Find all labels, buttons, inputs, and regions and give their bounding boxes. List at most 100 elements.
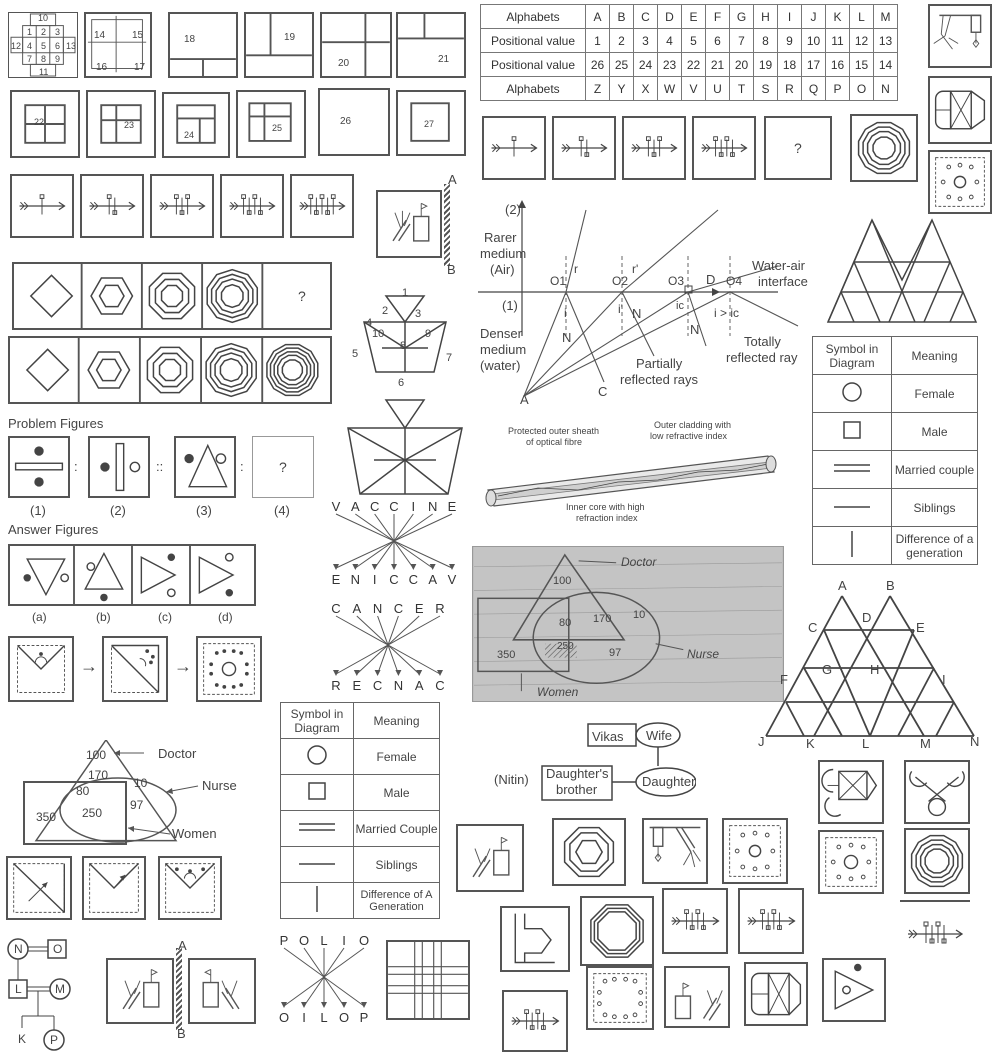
photo-value: 10: [633, 609, 645, 621]
word-letter: O: [359, 933, 369, 948]
polygon-nested-figure: [850, 114, 918, 182]
underline-figure: [900, 900, 970, 966]
problem-figure-1: [8, 436, 70, 498]
grid-label: 2: [41, 27, 46, 37]
arrow-icon: →: [174, 656, 192, 677]
sym-female: [813, 375, 892, 413]
answer-label: (b): [96, 610, 111, 624]
arrow-series-figure: [220, 174, 284, 238]
word-letter: N: [373, 601, 382, 616]
alphabet-cell: V: [682, 77, 706, 101]
refr-point: r: [574, 262, 578, 276]
alphabet-cell: R: [778, 77, 802, 101]
refr-partial: reflected rays: [620, 372, 698, 387]
word-letter: C: [370, 499, 379, 514]
tree-label: O: [53, 942, 62, 956]
problem-sep: :: [240, 459, 244, 474]
word-letter: L: [320, 933, 327, 948]
grid-label: 25: [272, 123, 282, 133]
venn-value: 350: [36, 810, 56, 824]
triangle-vertex-label: E: [916, 620, 925, 635]
mirror-label-b: B: [447, 262, 456, 277]
alphabet-cell: 8: [754, 29, 778, 53]
arrow-series-figure: [622, 116, 686, 180]
mirror-pair-left: [106, 958, 174, 1024]
refr-point: N: [690, 322, 699, 337]
mirror-label-a: A: [178, 938, 187, 953]
handdrawn-venn-photo: 100 80 170 10 250 97 350 Doctor Nurse Wo…: [472, 546, 784, 702]
alphabet-cell: 20: [730, 53, 754, 77]
refr-point: i': [618, 302, 623, 316]
tree-label: P: [50, 1033, 58, 1047]
sym-head: Symbol in Diagram: [281, 703, 354, 739]
alphabet-row-label: Positional value: [481, 29, 586, 53]
problem-sep: :: [74, 459, 78, 474]
word-reverse-figure: VACCINEENICCAV: [330, 498, 458, 586]
word-letter: E: [352, 678, 361, 692]
figure-dots-square-3: [818, 830, 884, 894]
triangle-vertex-label: D: [862, 610, 871, 625]
arrow-figure: [738, 888, 804, 954]
refr-point: O1: [550, 274, 566, 288]
alphabet-cell: N: [874, 77, 898, 101]
alphabet-cell: E: [682, 5, 706, 29]
alphabet-cell: F: [706, 5, 730, 29]
grid-label: 13: [66, 41, 76, 51]
triangle-vertex-label: F: [780, 672, 788, 687]
grid-label: 8: [41, 54, 46, 64]
alphabet-cell: 25: [610, 53, 634, 77]
mirror-figure: [376, 190, 442, 258]
word-letter: E: [448, 499, 457, 514]
alphabet-cell: 19: [754, 53, 778, 77]
grid-label: 23: [124, 120, 134, 130]
venn-value: 97: [130, 798, 143, 812]
grid-figure-2: 14 15 16 17: [84, 12, 152, 78]
alphabet-cell: Y: [610, 77, 634, 101]
refr-total: reflected ray: [726, 350, 798, 365]
problem-figures-title: Problem Figures: [8, 416, 103, 431]
fibre-label: Inner core with high: [566, 502, 645, 512]
sym-head: Symbol in Diagram: [813, 337, 892, 375]
figure-dots-square-4: [586, 966, 654, 1030]
alphabet-cell: I: [778, 5, 802, 29]
refr-point: r': [632, 262, 638, 276]
figure-dots-square-1: [928, 150, 992, 214]
family-vikas: Vikas: [592, 729, 624, 744]
alphabet-cell: 10: [802, 29, 826, 53]
word-letter: I: [373, 572, 377, 586]
alphabet-cell: 5: [682, 29, 706, 53]
polygon-series-row-2: [8, 336, 332, 404]
venn-label-nurse: Nurse: [202, 778, 237, 793]
alphabet-cell: D: [658, 5, 682, 29]
triangle-label: 7: [446, 352, 452, 364]
sym-generation: [813, 527, 892, 565]
photo-value: 80: [559, 617, 571, 629]
word-letter: C: [373, 678, 382, 692]
word-letter: O: [339, 1010, 349, 1024]
alphabet-cell: J: [802, 5, 826, 29]
alphabet-cell: 21: [706, 53, 730, 77]
grid-figure-12: 27: [396, 90, 466, 156]
triangle-vertex-label: M: [920, 736, 931, 751]
grid-label: 6: [55, 41, 60, 51]
sym-married: [813, 451, 892, 489]
word-letter: P: [360, 1010, 369, 1024]
grid-lines-figure: [386, 940, 470, 1020]
triangle-grid-figure: [824, 216, 980, 326]
photo-value: 97: [609, 647, 621, 659]
alphabet-row: Positional value262524232221201918171615…: [481, 53, 898, 77]
grid-label: 14: [94, 30, 105, 41]
figure-bent-shape: [500, 906, 570, 972]
figure-loop-shape: [904, 760, 970, 824]
grid-figure-9: 24: [162, 92, 230, 158]
question-mark: ?: [794, 140, 802, 156]
grid-figure-3: 18: [168, 12, 238, 78]
grid-figure-5: 20: [320, 12, 392, 78]
alphabet-cell: T: [730, 77, 754, 101]
word-letter: A: [428, 572, 437, 586]
alphabet-cell: 17: [802, 53, 826, 77]
grid-label: 16: [96, 62, 107, 73]
alphabet-cell: 7: [730, 29, 754, 53]
refr-total: Totally: [744, 334, 781, 349]
family-daughter: Daughter: [642, 774, 695, 789]
